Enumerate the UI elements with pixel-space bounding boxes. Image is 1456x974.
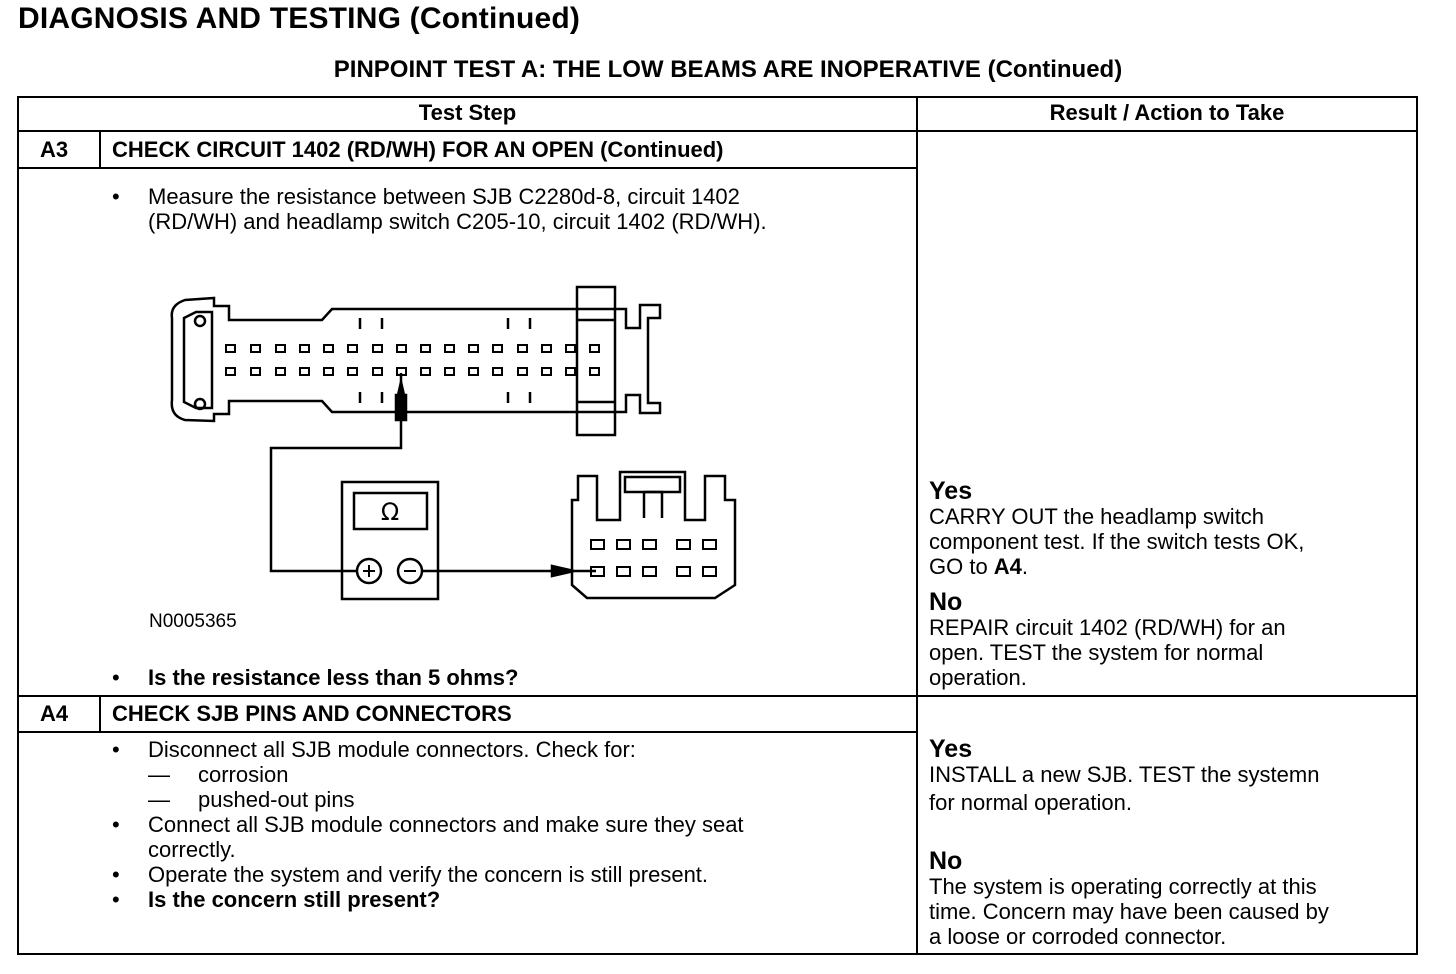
result-yes-text: CARRY OUT the headlamp switch component … xyxy=(929,504,1305,579)
step-a3-question: •Is the resistance less than 5 ohms? xyxy=(112,665,902,690)
meter-probe-positive xyxy=(394,373,408,422)
goto-a4-link[interactable]: A4 xyxy=(993,554,1022,579)
sjb-connector-c2280d xyxy=(170,285,662,437)
list-item: •Connect all SJB module connectors and m… xyxy=(112,812,744,862)
step-a4-result: Yes INSTALL a new SJB. TEST the systemn … xyxy=(929,736,1409,949)
ohm-symbol: Ω xyxy=(381,498,399,526)
page-title: DIAGNOSIS AND TESTING (Continued) xyxy=(18,2,581,35)
step-a4-instructions: •Disconnect all SJB module connectors. C… xyxy=(112,737,902,912)
result-yes-label: Yes xyxy=(929,477,973,505)
list-item: •Is the concern still present? xyxy=(112,887,441,912)
step-title-a4: CHECK SJB PINS AND CONNECTORS xyxy=(112,701,512,726)
headlamp-switch-connector-c205 xyxy=(570,470,737,600)
list-item: •Operate the system and verify the conce… xyxy=(112,862,709,887)
list-item: •Is the resistance less than 5 ohms? xyxy=(112,665,519,690)
step-id-a3: A3 xyxy=(40,137,69,162)
result-no-label: No xyxy=(929,847,963,875)
step-a3-result: Yes CARRY OUT the headlamp switch compon… xyxy=(929,478,1409,690)
result-no-label: No xyxy=(929,588,963,616)
pinpoint-test-title: PINPOINT TEST A: THE LOW BEAMS ARE INOPE… xyxy=(333,56,1123,83)
list-sub-item: —pushed-out pins xyxy=(148,787,355,812)
result-yes-label: Yes xyxy=(929,735,973,763)
result-no-text: REPAIR circuit 1402 (RD/WH) for an open.… xyxy=(929,615,1286,690)
list-item: •Measure the resistance between SJB C228… xyxy=(112,184,767,234)
column-header-result: Result / Action to Take xyxy=(1049,100,1285,125)
list-item: •Disconnect all SJB module connectors. C… xyxy=(112,737,636,762)
ohmmeter: Ω xyxy=(340,480,440,601)
meter-test-leads xyxy=(269,420,596,578)
column-header-test-step: Test Step xyxy=(418,100,517,125)
result-no-text: The system is operating correctly at thi… xyxy=(929,874,1329,949)
step-id-a4: A4 xyxy=(40,701,69,726)
figure-id: N0005365 xyxy=(149,611,237,632)
list-sub-item: —corrosion xyxy=(148,762,289,787)
result-yes-text: INSTALL a new SJB. TEST the systemn for … xyxy=(929,762,1320,815)
step-a3-instructions: •Measure the resistance between SJB C228… xyxy=(112,184,902,234)
resistance-measurement-diagram: Ω xyxy=(170,285,737,601)
step-title-a3: CHECK CIRCUIT 1402 (RD/WH) FOR AN OPEN (… xyxy=(112,137,724,162)
